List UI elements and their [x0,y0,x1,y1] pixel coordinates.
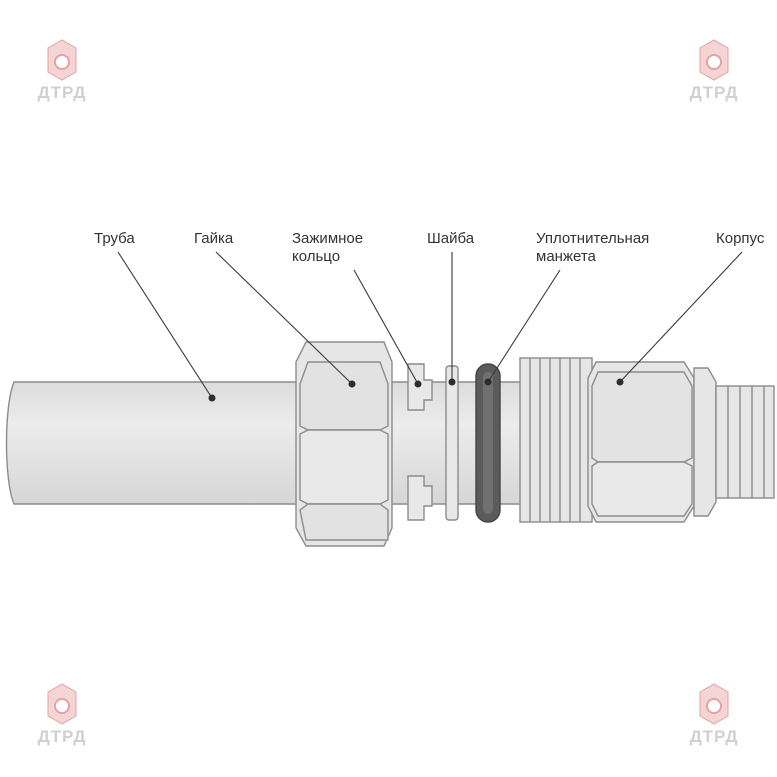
washer [445,365,459,521]
leader-seal-dot [484,378,492,386]
labels: Труба Гайка Зажимное кольцо Шайба Уплотн… [94,230,765,265]
nut [295,341,393,547]
leader-nut [215,251,353,385]
label-nut: Гайка [194,230,234,247]
leader-washer-dot [448,378,456,386]
label-body: Корпус [716,230,765,247]
fitting-body [519,357,775,523]
leader-ring-dot [414,380,422,388]
watermark-text: ДТРД [690,83,739,102]
watermark-text: ДТРД [690,727,739,746]
clamping-ring [407,363,433,521]
leader-ring [353,269,419,385]
label-seal-line2: манжета [536,248,597,265]
watermark-logo-icon [47,39,77,81]
sealing-cuff [475,363,501,523]
leader-seal [487,269,561,383]
watermark-text: ДТРД [38,83,87,102]
watermark-text: ДТРД [38,727,87,746]
watermark-top-right: ДТРД [690,39,739,102]
watermark-bottom-left: ДТРД [38,683,87,746]
watermark-top-left: ДТРД [38,39,87,102]
leader-pipe [117,251,213,399]
label-seal-line1: Уплотнительная [536,230,649,247]
leader-pipe-dot [208,394,216,402]
label-washer: Шайба [427,230,475,247]
watermark-bottom-right: ДТРД [690,683,739,746]
watermark-logo-icon [47,683,77,725]
watermark-logo-icon [699,683,729,725]
leader-lines [117,251,743,402]
leader-body [619,251,743,383]
pipe [5,381,527,505]
label-ring-line2: кольцо [292,248,340,265]
label-ring-line1: Зажимное [292,230,363,247]
watermark-logo-icon [699,39,729,81]
leader-body-dot [616,378,624,386]
leader-nut-dot [348,380,356,388]
label-pipe: Труба [94,230,135,247]
